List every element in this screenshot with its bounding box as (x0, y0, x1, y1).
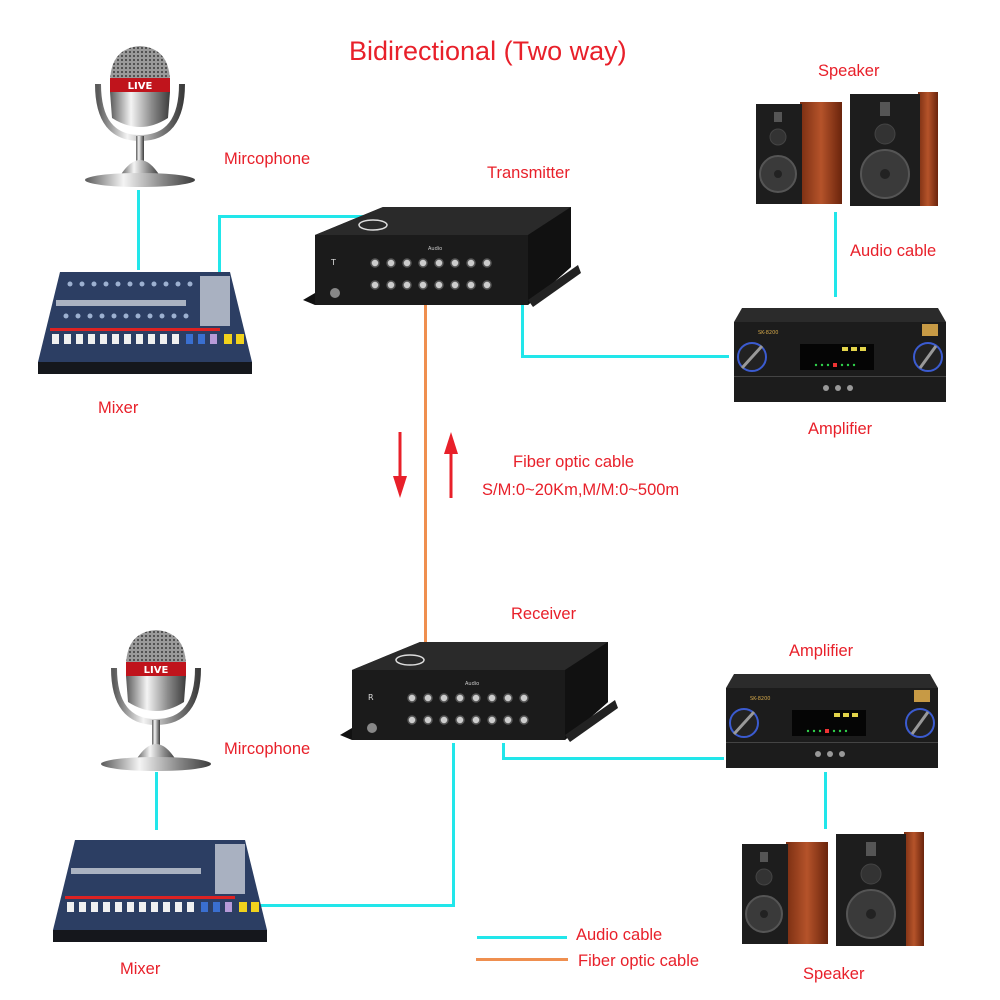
audio-cable-top-mixer-transmitter-v (218, 215, 221, 273)
amp-model-text: SK-8200 (750, 696, 770, 702)
audio-cable-top-amp-speaker (834, 212, 837, 297)
live-text: LIVE (144, 665, 169, 676)
bottom-amplifier-label: Amplifier (789, 642, 854, 660)
down-arrow-icon (393, 432, 407, 498)
receiver-device: Audio R (340, 642, 618, 742)
transmitter-badge: T (330, 258, 336, 267)
top-amplifier-label: Amplifier (808, 420, 873, 438)
legend-audio-swatch (477, 936, 567, 939)
bottom-microphone-icon: LIVE (101, 630, 211, 771)
top-microphone-icon: LIVE (85, 46, 195, 187)
top-mixer-icon (38, 272, 252, 374)
top-microphone-label: Mircophone (224, 150, 311, 168)
tx-audio-text: Audio (428, 246, 442, 252)
audio-cable-bottom-mixer-receiver-h (259, 904, 454, 907)
top-speaker-label: Speaker (818, 62, 880, 80)
top-amplifier-icon: SK-8200 (734, 308, 946, 402)
audio-cable-receiver-amp-h (502, 757, 724, 760)
audio-cable-transmitter-amp-h (521, 355, 729, 358)
audio-cable-bottom-mixer-receiver-v (452, 743, 455, 907)
legend-audio-label: Audio cable (576, 926, 663, 944)
rx-audio-text: Audio (465, 681, 479, 687)
receiver-label: Receiver (511, 605, 577, 623)
top-mixer-label: Mixer (98, 399, 139, 417)
bottom-speakers-icon (742, 832, 924, 946)
fiber-cable-label: Fiber optic cable (513, 453, 635, 471)
legend-fiber-label: Fiber optic cable (578, 952, 700, 970)
fiber-spec-label: S/M:0~20Km,M/M:0~500m (482, 481, 680, 499)
transmitter-device: Audio T (303, 207, 581, 307)
top-speakers-icon (756, 92, 938, 206)
audio-cable-label: Audio cable (850, 242, 937, 260)
audio-cable-top-mixer-transmitter-h (218, 215, 363, 218)
bottom-mixer-icon (53, 840, 267, 942)
fiber-cable (424, 305, 427, 650)
audio-cable-top-mic-mixer (137, 190, 140, 270)
live-text: LIVE (128, 81, 153, 92)
receiver-badge: R (368, 693, 374, 702)
bottom-amplifier-icon: SK-8200 (726, 674, 938, 768)
diagram-title: Bidirectional (Two way) (349, 36, 627, 66)
bottom-speaker-label: Speaker (803, 965, 865, 983)
legend-fiber-swatch (476, 958, 568, 961)
audio-cable-transmitter-amp-v (521, 305, 524, 357)
audio-cable-bottom-mic-mixer (155, 772, 158, 830)
audio-cable-bottom-amp-speaker (824, 772, 827, 829)
amp-model-text: SK-8200 (758, 330, 778, 336)
bottom-mixer-label: Mixer (120, 960, 161, 978)
transmitter-label: Transmitter (487, 164, 570, 182)
bottom-microphone-label: Mircophone (224, 740, 311, 758)
audio-cable-receiver-amp-v (502, 743, 505, 759)
up-arrow-icon (444, 432, 458, 498)
